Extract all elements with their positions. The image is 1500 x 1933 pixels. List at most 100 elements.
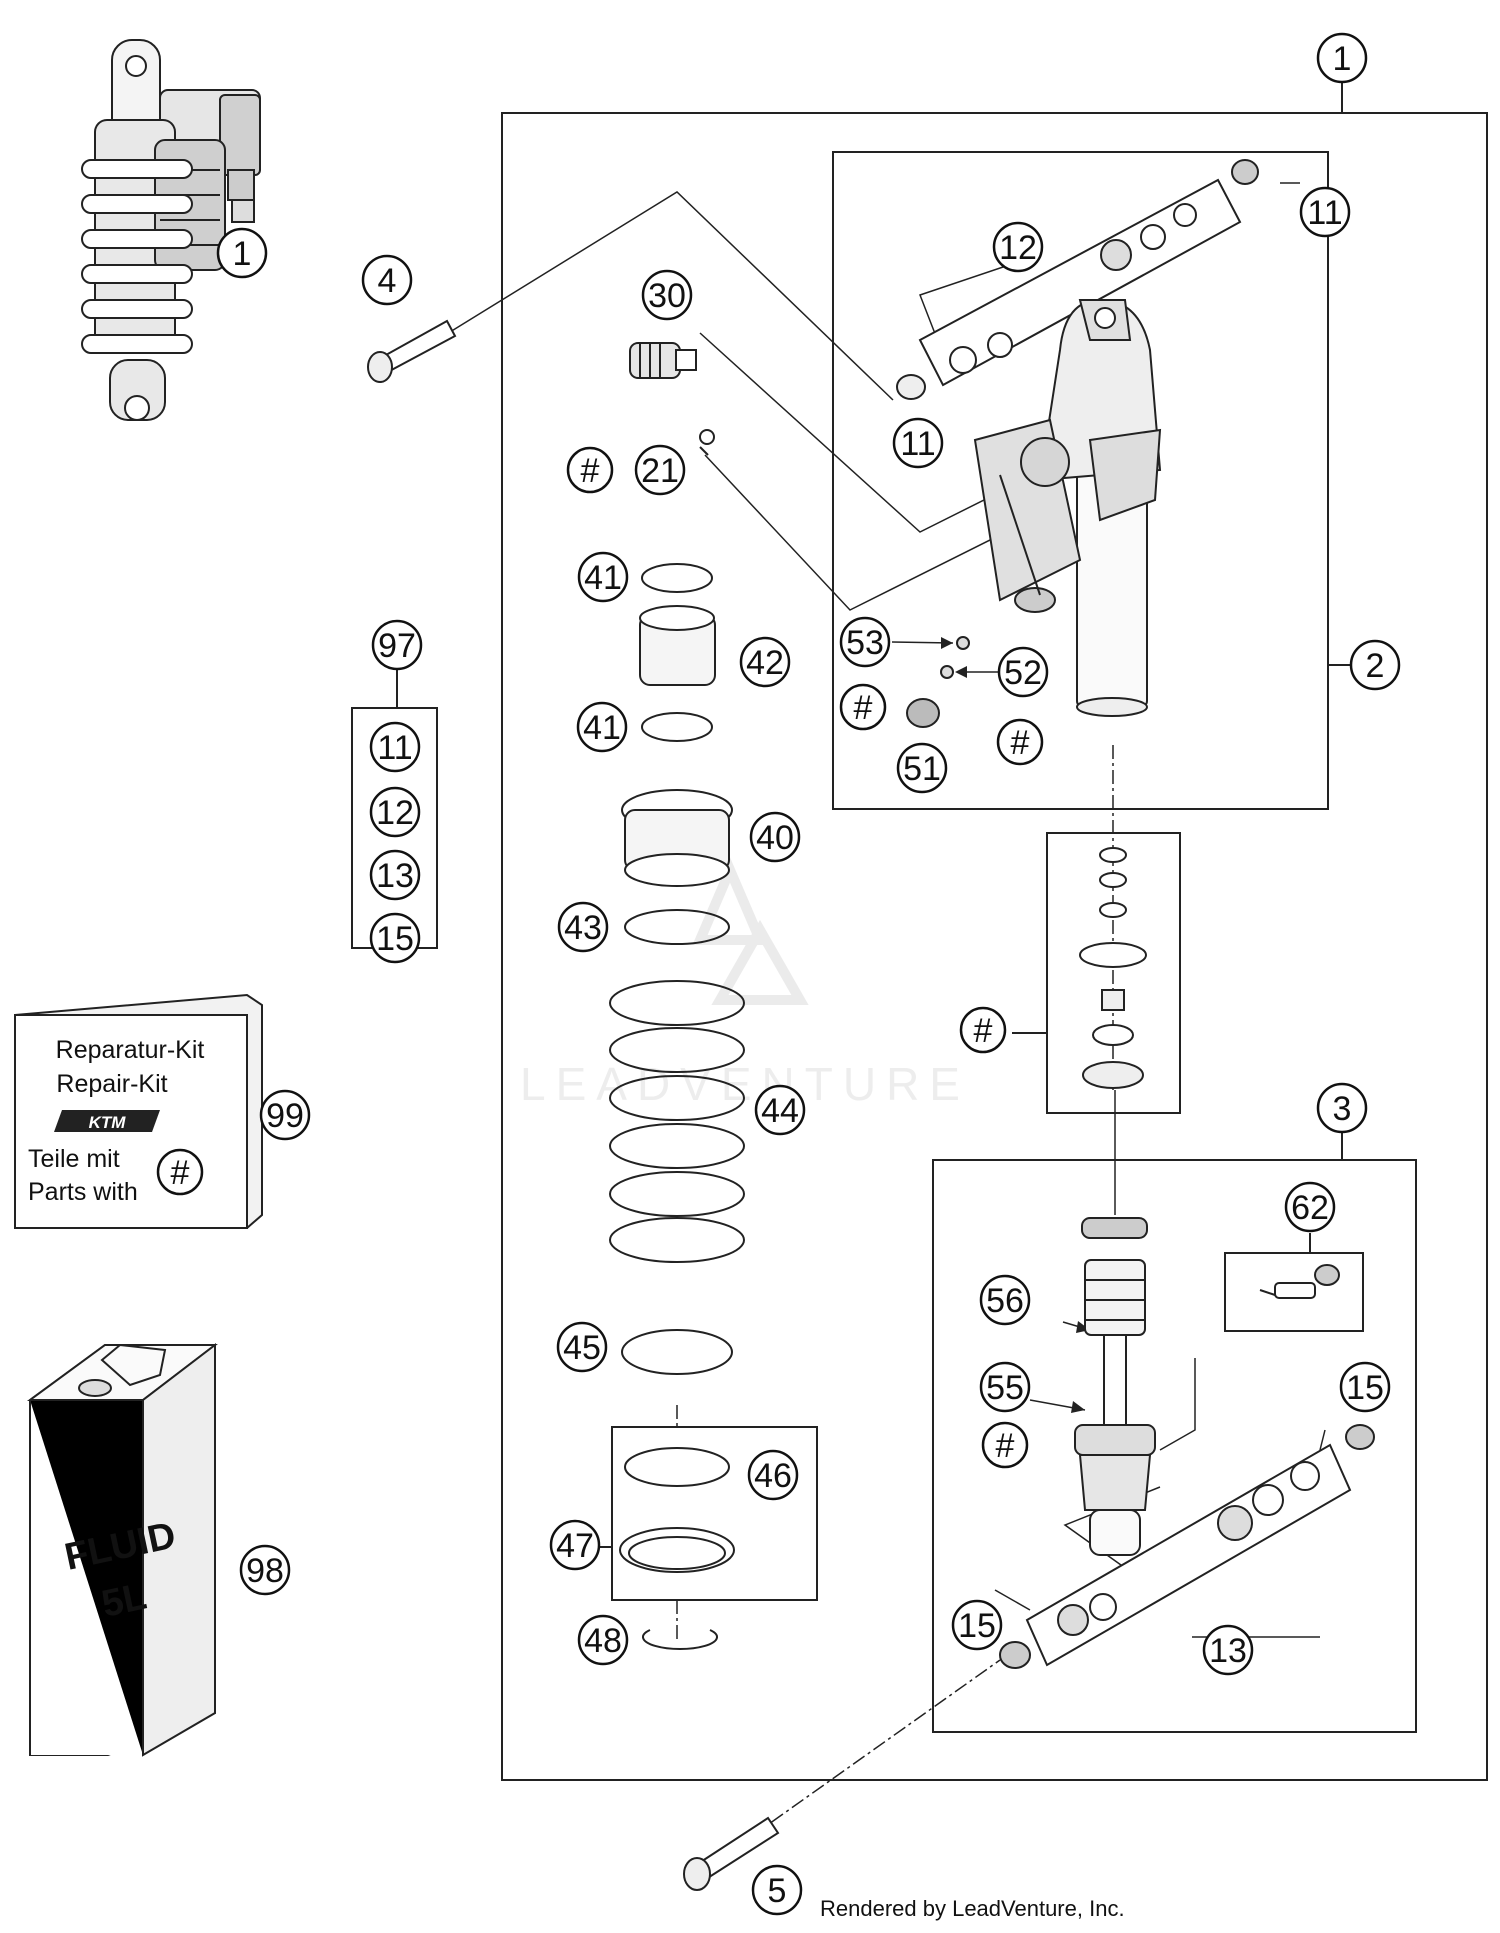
hash-kit [156,1148,204,1196]
callout-62 [1284,1181,1336,1233]
label-1-frame: 1 [1333,40,1352,78]
label-41-bot: 41 [583,709,621,747]
label-52: 52 [1004,654,1042,692]
label-13: 13 [1209,1632,1247,1670]
hash-53 [839,683,887,731]
fluid-can [26,1342,218,1757]
label-15-left: 15 [958,1607,996,1645]
callout-15-right [1339,1361,1391,1413]
callout-41-top [577,551,629,603]
callout-15-left [951,1599,1003,1651]
label-97-13: 13 [376,857,414,895]
label-56: 56 [986,1282,1024,1320]
label-11-top: 11 [1307,194,1342,232]
piston-seal-frame [611,1426,818,1601]
label-47: 47 [556,1527,594,1565]
subassembly-frame-3 [932,1159,1417,1733]
ball-53 [956,636,970,650]
callout-47 [549,1519,601,1571]
label-hash-21: # [581,452,600,490]
label-hash-kit: # [171,1154,190,1192]
label-42: 42 [746,644,784,682]
hash-51 [996,718,1044,766]
callout-1-icon [216,227,268,279]
watermark-text: LEADVENTURE [520,1058,970,1110]
label-hash-mid: # [974,1012,993,1050]
cap-51 [906,698,940,728]
callout-45 [556,1321,608,1373]
callout-12 [992,221,1044,273]
label-43: 43 [564,909,602,947]
callout-99 [259,1089,311,1141]
label-hash-55: # [996,1427,1015,1465]
spring-52 [940,665,954,679]
callout-52 [997,646,1049,698]
label-55: 55 [986,1369,1024,1407]
bolt-4 [367,319,457,383]
callout-97 [371,619,423,671]
callout-11-mid [892,417,944,469]
callout-5 [751,1864,803,1916]
label-97: 97 [378,627,416,665]
arrow-52 [955,666,967,678]
ktm-logo: KTM [54,1110,160,1132]
callout-97-11 [369,721,421,773]
adjuster-30 [629,342,697,379]
callout-41-bot [576,701,628,753]
hash-55 [981,1421,1029,1469]
valve-62-parts [1259,1264,1340,1299]
callout-97-12 [369,786,421,838]
bushing-set-12 [896,159,1259,400]
kit-line-4: Parts with [28,1178,138,1206]
label-51: 51 [903,750,941,788]
callout-11-top [1299,186,1351,238]
screw-21 [699,429,715,456]
callout-4 [361,254,413,306]
callout-48 [577,1614,629,1666]
label-3: 3 [1333,1090,1352,1128]
label-11-mid: 11 [900,425,935,463]
shock-absorber-complete [81,39,261,421]
callout-97-15 [369,912,421,964]
shock-body [973,298,1162,717]
callout-3 [1316,1082,1368,1134]
label-1-icon: 1 [233,235,252,273]
label-2: 2 [1366,647,1385,685]
label-48: 48 [584,1622,622,1660]
callout-46 [747,1449,799,1501]
callout-21 [634,444,686,496]
callout-40 [749,811,801,863]
callout-labels: 1 1 2 3 4 5 11 11 12 30 21 41 42 41 40 4… [171,40,1385,1910]
hash-21 [566,446,614,494]
label-53: 53 [846,624,884,662]
label-5: 5 [768,1872,787,1910]
repair-kit-box: Reparatur-Kit Repair-Kit KTM Teile mit P… [14,993,263,1229]
arrow-53 [941,637,953,649]
callout-42 [739,636,791,688]
label-21: 21 [641,452,679,490]
label-40: 40 [756,819,794,857]
watermark: LEADVENTURE [520,857,970,1110]
label-97-12: 12 [376,794,414,832]
label-99: 99 [266,1097,304,1135]
label-hash-53: # [854,689,873,727]
label-97-11: 11 [377,729,412,767]
label-30: 30 [648,277,686,315]
label-44: 44 [761,1092,799,1130]
callout-2 [1349,639,1401,691]
callout-98 [239,1544,291,1596]
callout-1-frame [1316,32,1368,84]
bushing-set-13 [999,1424,1375,1669]
label-46: 46 [754,1457,792,1495]
callout-51 [896,742,948,794]
label-97-15: 15 [376,920,414,958]
subassembly-frame-2 [832,151,1329,810]
ktm-logo-text: KTM [89,1113,127,1132]
callout-56 [979,1274,1031,1326]
label-41-top: 41 [584,559,622,597]
label-15-right: 15 [1346,1369,1384,1407]
footer-credit: Rendered by LeadVenture, Inc. [820,1896,1125,1921]
piston-rod-assembly [1074,1217,1156,1556]
label-45: 45 [563,1329,601,1367]
